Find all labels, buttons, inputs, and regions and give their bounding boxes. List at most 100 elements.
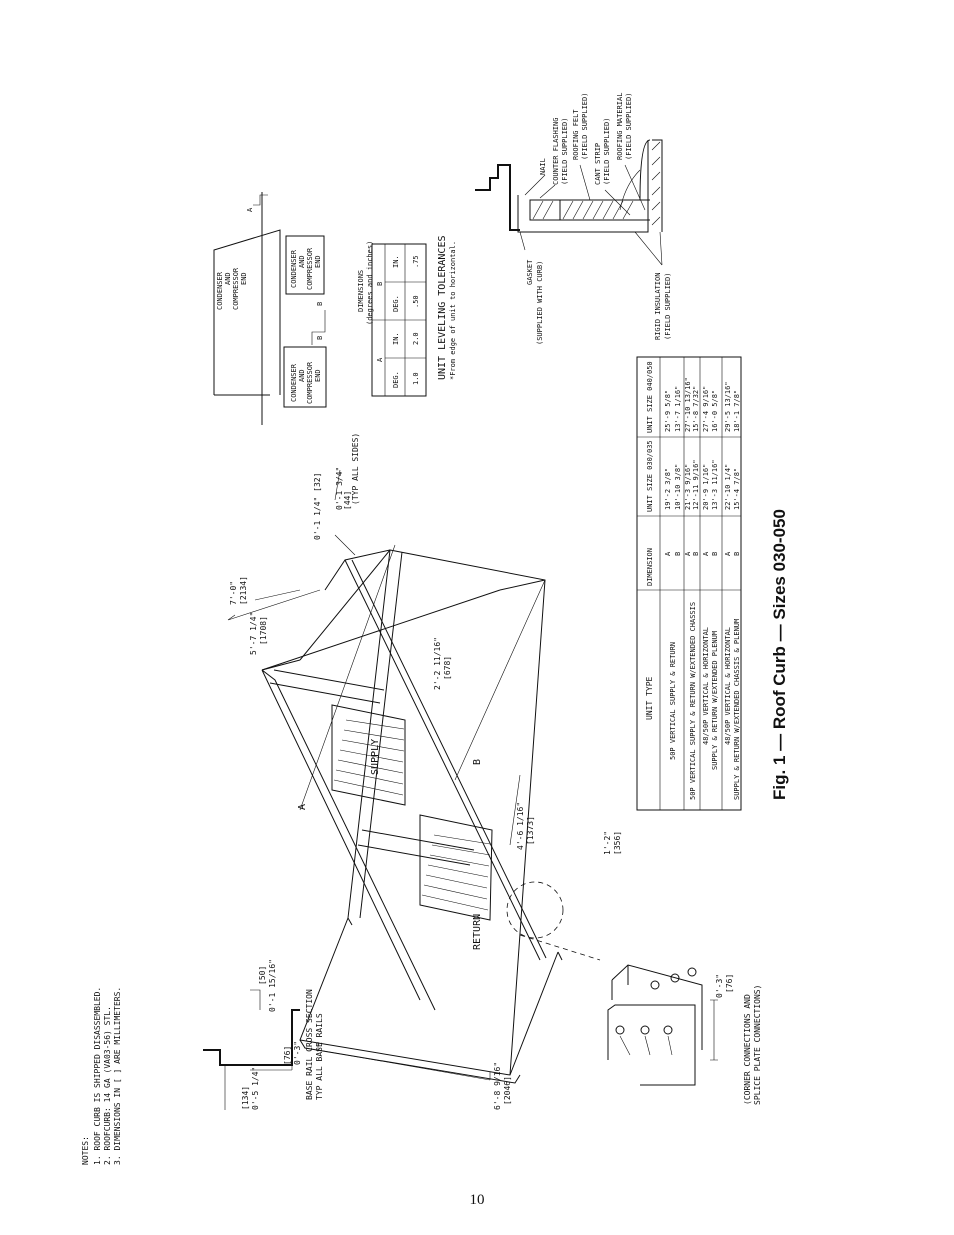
box-left-4: END [314, 369, 322, 382]
row3-040-b: 16'-0 5/8" [711, 390, 719, 432]
marker-b-2: B [316, 302, 324, 306]
row2-030-a: 21'-3 9/16" [684, 464, 692, 510]
dim-return-mm: [1373] [526, 816, 535, 845]
th-unit-type: UNIT TYPE [645, 676, 654, 720]
row3-type-1: 48/50P VERTICAL & HORIZONTAL [702, 627, 710, 745]
row4-030-b: 15'-4 7/8" [733, 468, 741, 510]
box-top-4: END [240, 272, 248, 285]
rail-base-mm: [76] [283, 1046, 292, 1065]
rail-caption-2: TYP ALL BASE RAILS [315, 1013, 324, 1100]
box-top-1: CONDENSER [216, 271, 224, 310]
row4-type-2: SUPPLY & RETURN W/EXTENDED CHASSIS & PLE… [733, 619, 741, 800]
roofing-material-label: ROOFING MATERIAL [616, 93, 624, 160]
dim-mid: 2'-2 11/16" [433, 637, 442, 690]
box-left-2: AND [298, 369, 306, 382]
corner-detail: 0'-3" [76] (CORNER CONNECTIONS AND SPLIC… [607, 964, 762, 1105]
row4-type-1: 48/50P VERTICAL & HORIZONTAL [724, 627, 732, 745]
insulation-label: RIGID INSULATION [654, 273, 662, 340]
tol-col-a: A [376, 357, 384, 362]
row3-030-a: 20'-9 1/16" [702, 464, 710, 510]
supply-label: SUPPLY [370, 739, 381, 775]
box-right-4: END [314, 255, 322, 268]
row1-030-a: 19'-2 3/8" [664, 468, 672, 510]
box-right-2: AND [298, 255, 306, 268]
tol-head-2: IN. [392, 332, 400, 345]
roofing-material-sub: (FIELD SUPPLIED) [625, 93, 633, 160]
row1-dim-a: A [664, 551, 672, 556]
dim-inner: 5'-7 1/4" [249, 612, 258, 655]
row4-030-a: 22'-10 1/4" [724, 464, 732, 510]
page-number: 10 [469, 1192, 485, 1208]
row4-040-a: 29'-5 13/16" [724, 381, 732, 432]
leveling-title: UNIT LEVELING TOLERANCES [437, 236, 448, 381]
counter-flashing-sub: (FIELD SUPPLIED) [561, 118, 569, 185]
box-left-1: CONDENSER [290, 363, 298, 402]
note-2: 2. ROOFCURB: 14 GA (VA03-56) STL. [103, 1006, 112, 1165]
tol-val-4: .75 [412, 255, 420, 268]
dim-rail-2: 0'-1 3/4" [335, 467, 344, 510]
row1-040-a: 25'-9 5/8" [664, 390, 672, 432]
dim-rail-1: 0'-1 1/4" [32] [313, 473, 322, 540]
row1-030-b: 10'-10 3/8" [674, 464, 682, 510]
rail-flange-mm: [50] [258, 966, 267, 985]
row3-040-a: 27'-4 9/16" [702, 386, 710, 432]
gasket-label: GASKET [526, 259, 534, 285]
rail-flange-dim: 0'-1 15/16" [268, 959, 277, 1012]
dim-overall: 6'-8 9/16" [493, 1062, 502, 1110]
detail-dim-mm: [76] [725, 974, 734, 993]
tol-val-1: 1.0 [412, 372, 420, 385]
marker-a: A [246, 207, 254, 212]
detail-caption-1: (CORNER CONNECTIONS AND [743, 994, 752, 1105]
tol-col-b: B [376, 282, 384, 286]
th-size-040: UNIT SIZE 040/050 [646, 361, 654, 433]
tol-head-3: DEG. [392, 295, 400, 312]
box-left-3: COMPRESSOR [306, 361, 314, 404]
rail-height-mm: [134] [241, 1086, 250, 1110]
counter-flashing-label: COUNTER FLASHING [552, 118, 560, 185]
note-1: 1. ROOF CURB IS SHIPPED DISASSEMBLED. [93, 987, 102, 1165]
dim-rail-3: [44] [343, 491, 352, 510]
dim-a-label: A [297, 804, 308, 810]
tol-head-1: DEG. [392, 371, 400, 388]
dim-rail-4: (TYP ALL SIDES) [351, 433, 360, 505]
dim-overall-mm: [2046] [503, 1076, 512, 1105]
rail-caption-1: BASE RAIL CROSS SECTION [305, 989, 314, 1100]
row2-040-b: 15'-8 7/32" [692, 386, 700, 432]
tol-title-2: (degrees and inches) [366, 241, 374, 325]
rail-base-dim: 0'-3" [293, 1041, 302, 1065]
row2-040-a: 27'-10 13/16" [684, 377, 692, 432]
box-right-3: COMPRESSOR [306, 247, 314, 290]
dim-b-label: B [472, 759, 483, 765]
dim-inner-mm: [1708] [259, 616, 268, 645]
flashing-detail: NAIL COUNTER FLASHING (FIELD SUPPLIED) R… [475, 93, 672, 345]
row3-dim-b: B [711, 552, 719, 556]
base-rail-section: [134] 0'-5 1/4" [50] 0'-1 15/16" [76] 0'… [203, 959, 324, 1110]
box-top-3: COMPRESSOR [232, 267, 240, 310]
nail-label: NAIL [539, 158, 547, 175]
detail-dim: 0'-3" [715, 974, 724, 998]
dimension-table: UNIT TYPE DIMENSION UNIT SIZE 030/035 UN… [636, 356, 742, 811]
row1-040-b: 13'-7 1/16" [674, 386, 682, 432]
row1-dim-b: B [674, 552, 682, 556]
box-top-2: AND [224, 272, 232, 285]
row2-030-b: 12'-11 9/16" [692, 459, 700, 510]
box-right-1: CONDENSER [290, 249, 298, 288]
figure-caption: Fig. 1 — Roof Curb — Sizes 030-050 [770, 509, 789, 800]
row2-dim-b: B [692, 552, 700, 556]
dim-return: 4'-6 1/16" [516, 802, 525, 850]
th-size-030: UNIT SIZE 030/035 [646, 440, 654, 512]
dim-width-mm: [2134] [239, 576, 248, 605]
insulation-sub: (FIELD SUPPLIED) [664, 273, 672, 340]
cant-strip-label: CANT STRIP [594, 143, 602, 185]
row3-type-2: SUPPLY & RETURN W/EXTENDED PLENUM [711, 631, 719, 770]
row2-type: 50P VERTICAL SUPPLY & RETURN W/EXTENDED … [689, 602, 697, 800]
return-label: RETURN [472, 914, 483, 950]
tol-val-3: .50 [412, 295, 420, 308]
note-3: 3. DIMENSIONS IN [ ] ARE MILLIMETERS. [113, 987, 122, 1165]
row4-dim-a: A [724, 551, 732, 556]
row1-type: 50P VERTICAL SUPPLY & RETURN [669, 642, 677, 760]
dim-mid-mm: [678] [443, 656, 452, 680]
cant-strip-sub: (FIELD SUPPLIED) [603, 118, 611, 185]
roofing-felt-sub: (FIELD SUPPLIED) [581, 93, 589, 160]
